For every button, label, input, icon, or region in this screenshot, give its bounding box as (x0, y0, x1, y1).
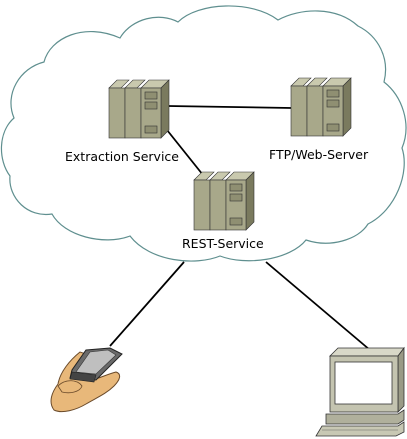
link-extraction-ftp (167, 105, 293, 109)
handheld-pda-icon (50, 347, 123, 413)
link-rest-pda (109, 261, 185, 347)
rest-server-icon (193, 171, 255, 231)
link-rest-pc (265, 261, 371, 351)
ftp-server-icon (290, 77, 352, 137)
extraction-server-icon (108, 79, 170, 139)
rest-service-label: REST-Service (182, 236, 264, 251)
extraction-service-label: Extraction Service (65, 149, 179, 164)
desktop-computer-icon (315, 346, 405, 437)
cloud-shape (0, 5, 407, 262)
link-extraction-rest (166, 129, 204, 176)
ftp-web-server-label: FTP/Web-Server (269, 147, 369, 162)
